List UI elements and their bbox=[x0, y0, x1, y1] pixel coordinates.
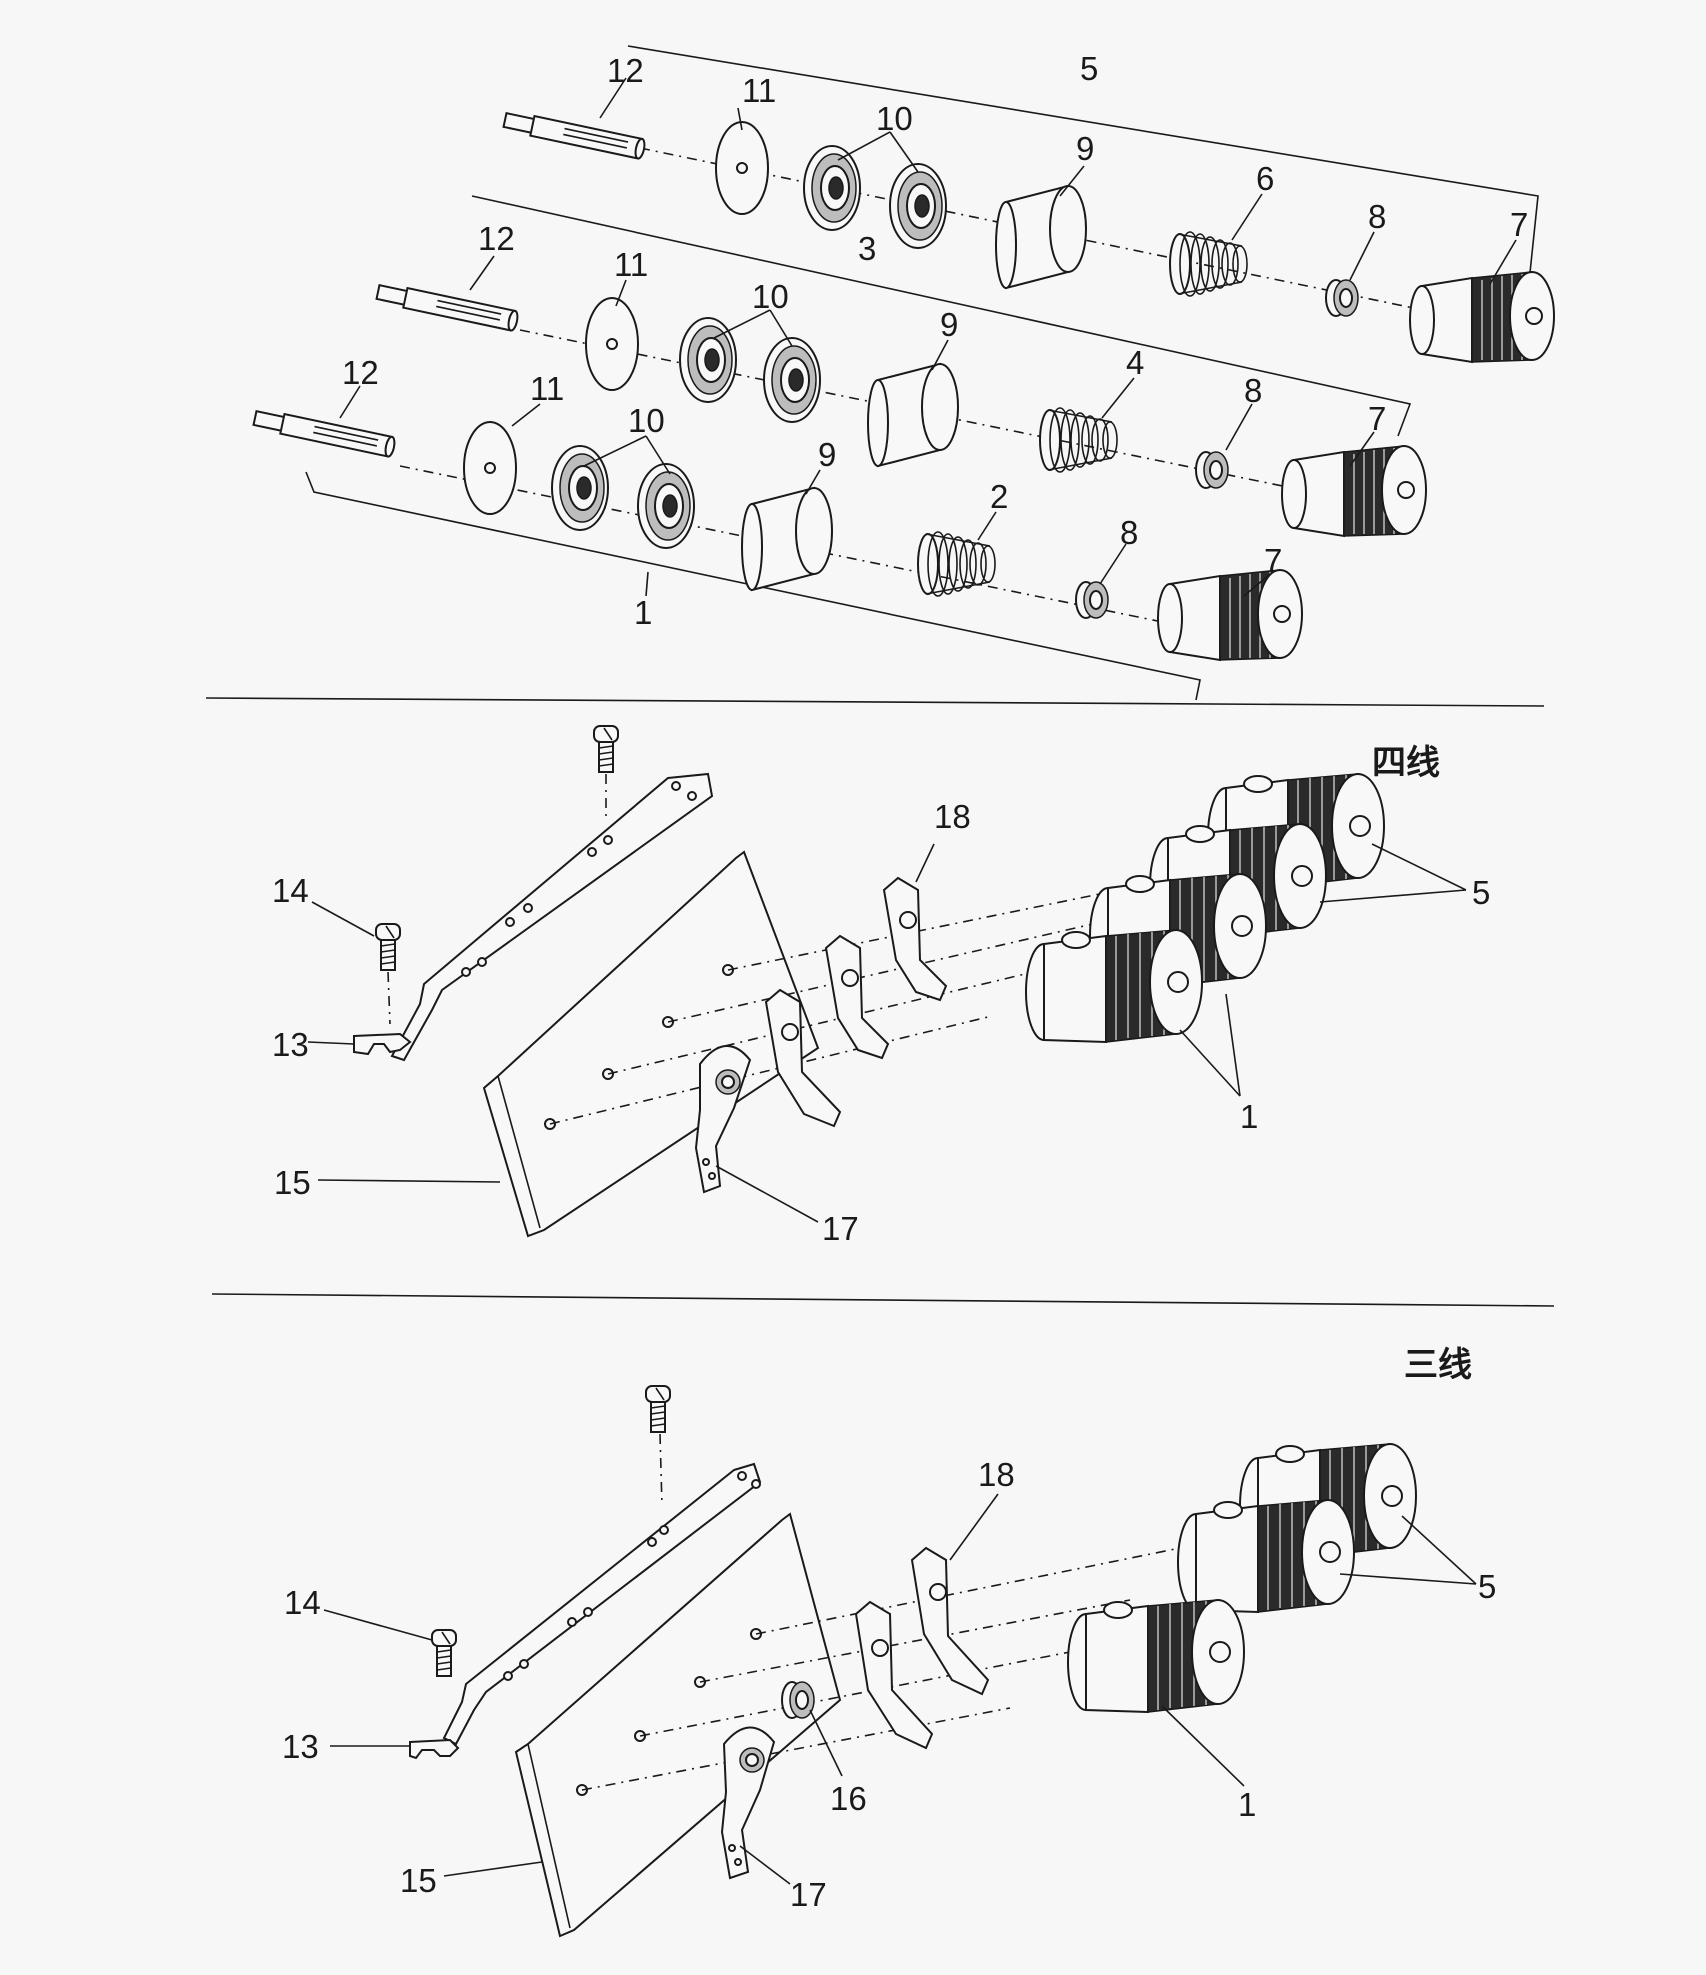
tension-release-plate-icon bbox=[824, 934, 890, 1060]
knob-icon bbox=[1157, 569, 1303, 661]
part-number-14: 14 bbox=[272, 872, 309, 909]
axis-line bbox=[519, 329, 1391, 509]
part-number-8: 8 bbox=[1368, 198, 1386, 235]
part-number-7: 7 bbox=[1264, 542, 1282, 579]
part-number-4: 4 bbox=[1126, 344, 1144, 381]
bracket-icon bbox=[390, 772, 714, 1062]
part-number-10: 10 bbox=[628, 402, 665, 439]
washer-icon bbox=[585, 297, 639, 391]
part-number-11: 11 bbox=[742, 72, 776, 109]
screw-icon bbox=[375, 923, 401, 971]
plate-icon bbox=[514, 1512, 842, 1938]
part-number-15: 15 bbox=[274, 1164, 311, 1201]
part-number-15: 15 bbox=[400, 1862, 437, 1899]
tension-release-plate-icon bbox=[764, 988, 842, 1128]
part-number-17: 17 bbox=[790, 1876, 827, 1913]
thread-guide-icon bbox=[409, 1738, 460, 1760]
part-number-7: 7 bbox=[1368, 400, 1386, 437]
tension-disc-icon bbox=[763, 337, 821, 423]
four-thread-section: 四线 bbox=[272, 725, 1490, 1247]
part-number-16: 16 bbox=[830, 1780, 867, 1817]
tension-release-plate-icon bbox=[882, 876, 948, 1002]
part-number-5: 5 bbox=[1472, 874, 1490, 911]
tension-assembly-icon bbox=[1067, 1599, 1245, 1713]
nut-icon bbox=[1325, 279, 1359, 317]
thread-guide-icon bbox=[353, 1032, 412, 1056]
washer-icon bbox=[715, 121, 769, 215]
plate-17-icon bbox=[720, 1726, 776, 1880]
part-number-12: 12 bbox=[478, 220, 515, 257]
tension-disc-icon bbox=[637, 463, 695, 549]
part-number-1: 1 bbox=[1240, 1098, 1258, 1135]
leader-lines bbox=[307, 843, 1467, 1223]
washer-icon bbox=[463, 421, 517, 515]
part-number-18: 18 bbox=[934, 798, 971, 835]
part-number-10: 10 bbox=[876, 100, 913, 137]
knob-icon bbox=[1409, 271, 1555, 363]
part-number-13: 13 bbox=[272, 1026, 309, 1063]
sleeve-icon bbox=[867, 363, 959, 467]
leader-lines bbox=[323, 1493, 1477, 1885]
part-number-11: 11 bbox=[530, 370, 564, 407]
spring-icon bbox=[1169, 231, 1248, 297]
shaft-icon bbox=[374, 281, 520, 333]
tension-assembly-icon bbox=[1177, 1499, 1355, 1613]
tension-release-plate-icon bbox=[854, 1600, 934, 1750]
tension-assembly-icon bbox=[1025, 929, 1203, 1043]
tension-release-plate-icon bbox=[910, 1546, 990, 1696]
part-number-1: 1 bbox=[634, 594, 652, 631]
part-number-7: 7 bbox=[1510, 206, 1528, 243]
screw-icon bbox=[645, 1385, 671, 1433]
screw-icon bbox=[431, 1629, 457, 1677]
part-number-9: 9 bbox=[940, 306, 958, 343]
part-number-1: 1 bbox=[1238, 1786, 1256, 1823]
sleeve-icon bbox=[741, 487, 833, 591]
top-exploded-view: 12 11 10 5 9 6 8 7 12 11 10 3 9 4 8 7 12… bbox=[251, 45, 1555, 701]
part-number-5: 5 bbox=[1478, 1568, 1496, 1605]
part-number-2: 2 bbox=[990, 478, 1008, 515]
plate-icon bbox=[482, 850, 820, 1238]
nut-icon bbox=[1075, 581, 1109, 619]
nut-16-icon bbox=[781, 1681, 815, 1719]
section-divider bbox=[211, 1293, 1555, 1307]
axis-line bbox=[399, 465, 1271, 645]
plate-17-icon bbox=[694, 1044, 752, 1194]
shaft-icon bbox=[251, 407, 397, 459]
section-title-four-thread: 四线 bbox=[1372, 743, 1440, 783]
part-number-10: 10 bbox=[752, 278, 789, 315]
tension-disc-icon bbox=[889, 163, 947, 249]
part-number-3: 3 bbox=[858, 230, 876, 267]
section-divider bbox=[205, 697, 1545, 707]
group-bracket-3 bbox=[471, 195, 1412, 437]
shaft-icon bbox=[501, 109, 647, 161]
part-number-14: 14 bbox=[284, 1584, 321, 1621]
part-number-9: 9 bbox=[1076, 130, 1094, 167]
part-number-5: 5 bbox=[1080, 50, 1098, 87]
part-number-8: 8 bbox=[1244, 372, 1262, 409]
part-number-12: 12 bbox=[607, 52, 644, 89]
part-number-17: 17 bbox=[822, 1210, 859, 1247]
part-number-8: 8 bbox=[1120, 514, 1138, 551]
screw-icon bbox=[593, 725, 619, 773]
part-number-6: 6 bbox=[1256, 160, 1274, 197]
spring-icon bbox=[1039, 407, 1118, 473]
part-number-12: 12 bbox=[342, 354, 379, 391]
part-number-13: 13 bbox=[282, 1728, 319, 1765]
part-number-11: 11 bbox=[614, 246, 648, 283]
tension-disc-icon bbox=[803, 145, 861, 231]
three-thread-section: 三线 bbox=[282, 1345, 1496, 1938]
part-number-18: 18 bbox=[978, 1456, 1015, 1493]
section-title-three-thread: 三线 bbox=[1404, 1345, 1472, 1385]
bracket-icon bbox=[442, 1462, 762, 1746]
nut-icon bbox=[1195, 451, 1229, 489]
leader-lines bbox=[339, 77, 1517, 597]
spring-icon bbox=[917, 531, 996, 597]
sleeve-icon bbox=[995, 185, 1087, 289]
part-number-9: 9 bbox=[818, 436, 836, 473]
